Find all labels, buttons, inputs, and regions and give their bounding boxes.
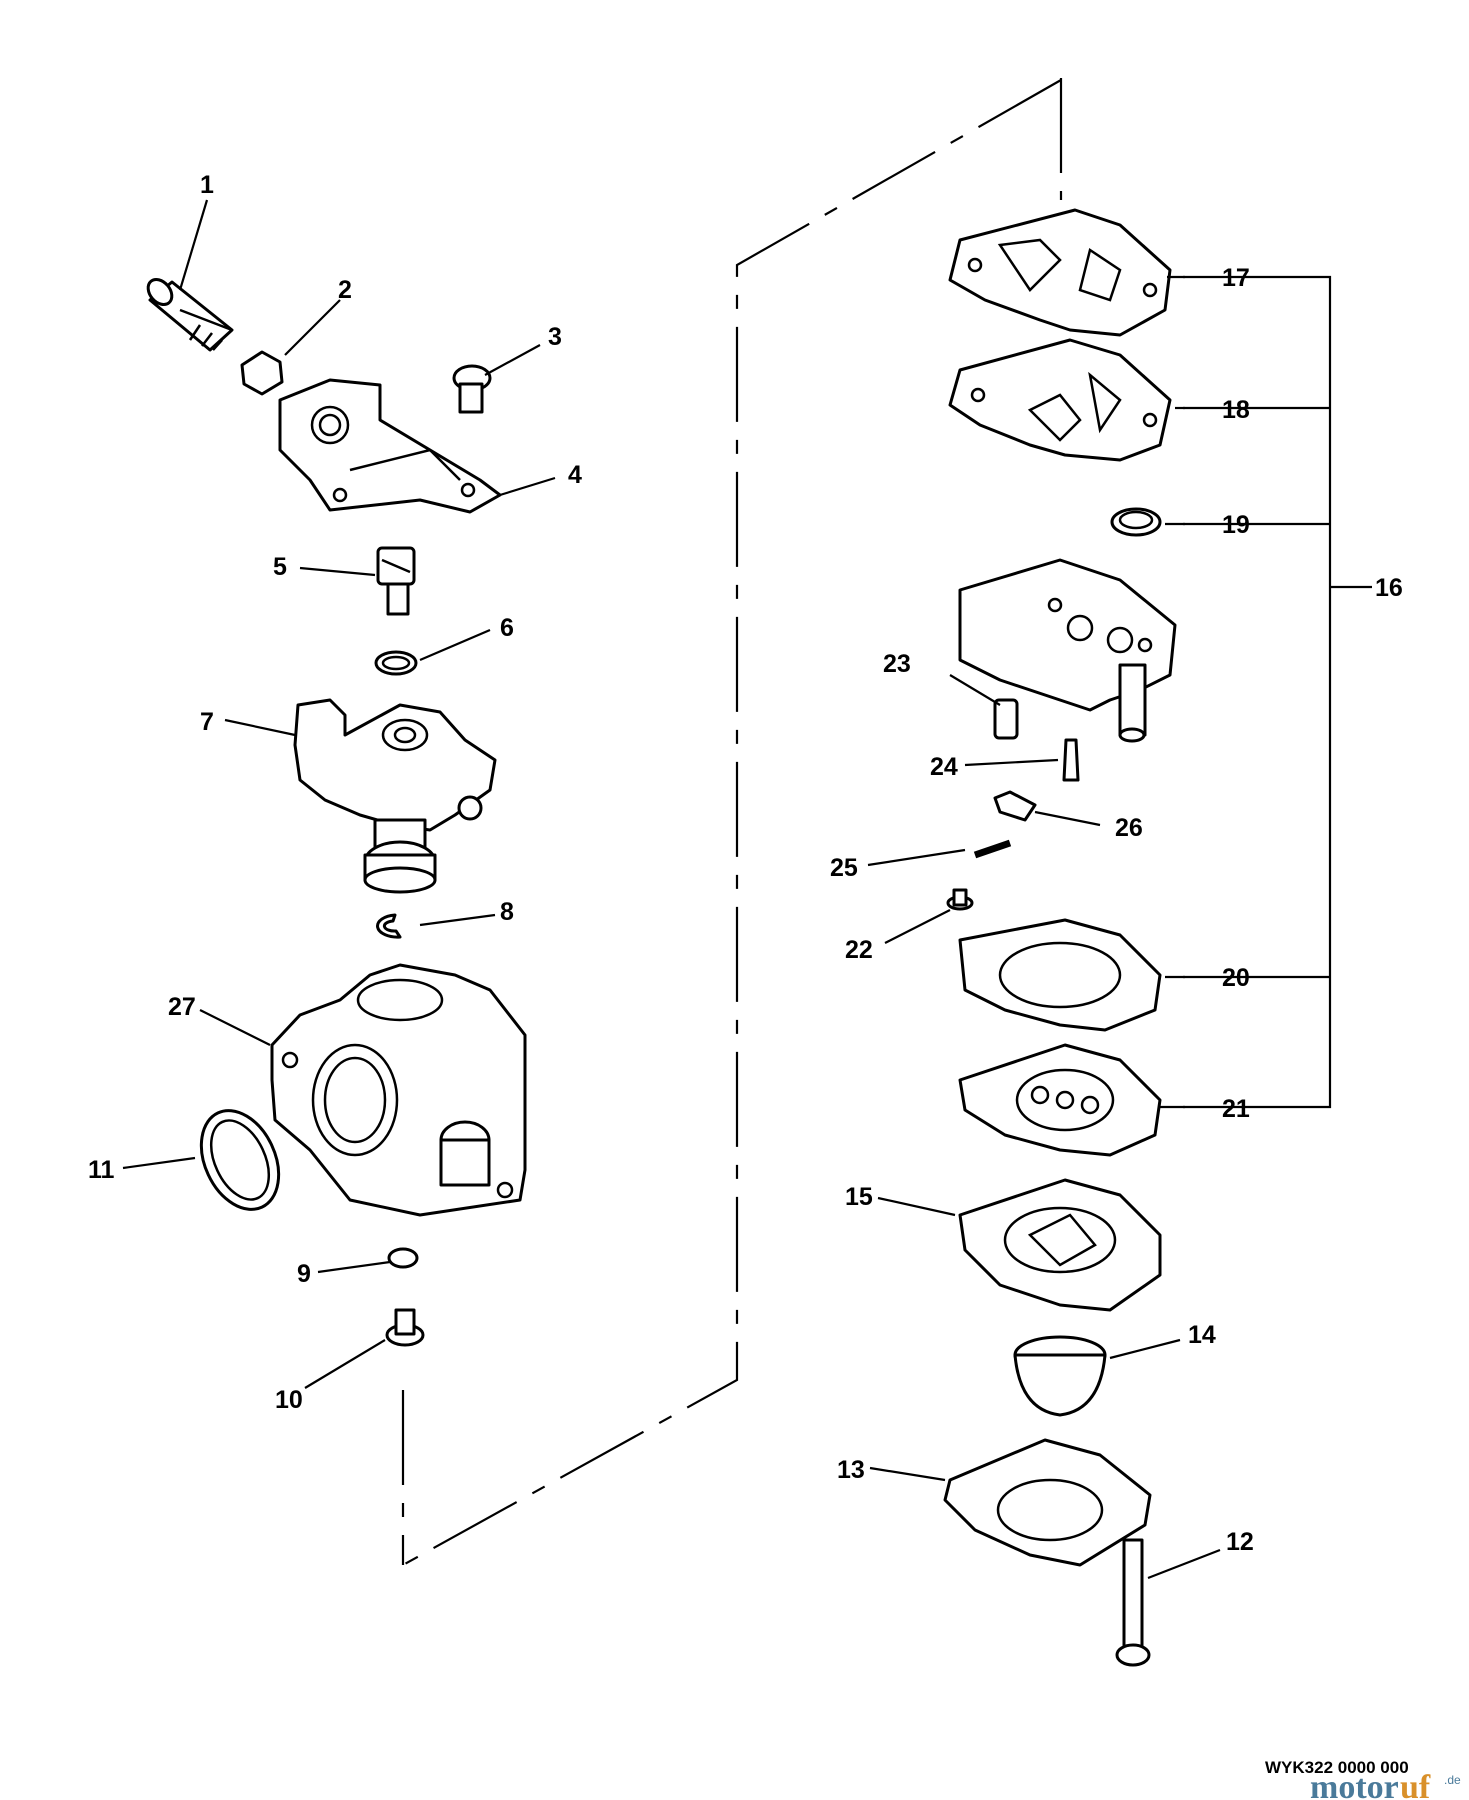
part-25-pin	[973, 839, 1012, 859]
part-19-filter	[1110, 507, 1162, 537]
part-23-spring	[993, 698, 1019, 740]
part-1-adjust-screw	[146, 277, 234, 352]
callout-25: 25	[830, 854, 858, 882]
watermark-tld: .de	[1444, 1773, 1461, 1787]
callout-12: 12	[1226, 1528, 1254, 1556]
part-3-screw	[452, 364, 492, 414]
callout-9: 9	[297, 1260, 311, 1288]
part-24-needle	[1062, 738, 1080, 782]
callout-1: 1	[200, 171, 214, 199]
part-26-lever	[993, 790, 1037, 822]
part-15-cover	[958, 1178, 1162, 1312]
callout-7: 7	[200, 708, 214, 736]
part-10-plug	[385, 1308, 425, 1347]
assembly-outline-diagonal	[402, 79, 1062, 1566]
part-14-primer-bulb	[1013, 1335, 1107, 1417]
callout-17: 17	[1222, 264, 1250, 292]
callout-23: 23	[883, 650, 911, 678]
part-20-gasket	[958, 918, 1162, 1032]
callout-6: 6	[500, 614, 514, 642]
callout-13: 13	[837, 1456, 865, 1484]
part-7-throttle-body	[293, 698, 497, 894]
callout-2: 2	[338, 276, 352, 304]
callout-8: 8	[500, 898, 514, 926]
callout-14: 14	[1188, 1321, 1216, 1349]
part-4-bracket	[278, 378, 502, 514]
callout-19: 19	[1222, 511, 1250, 539]
callout-3: 3	[548, 323, 562, 351]
callout-24: 24	[930, 753, 958, 781]
callout-27: 27	[168, 993, 196, 1021]
watermark-accent: uf	[1400, 1769, 1431, 1800]
part-16-pump-body	[958, 558, 1177, 743]
callout-18: 18	[1222, 396, 1250, 424]
callout-5: 5	[273, 553, 287, 581]
callout-21: 21	[1222, 1095, 1250, 1123]
part-8-e-clip	[376, 913, 402, 939]
part-2-nut	[240, 350, 284, 396]
watermark-logo: motor uf .de	[1310, 1769, 1461, 1800]
callout-4: 4	[568, 461, 582, 489]
callout-26: 26	[1115, 814, 1143, 842]
part-9-washer	[387, 1247, 419, 1269]
part-12-screw	[1115, 1538, 1151, 1667]
watermark-main: motor	[1310, 1769, 1399, 1800]
part-21-diaphragm	[958, 1043, 1162, 1157]
callout-22: 22	[845, 936, 873, 964]
part-5-pin	[376, 546, 416, 616]
part-13-retainer	[943, 1438, 1152, 1567]
part-17-gasket	[948, 208, 1172, 337]
leader-lines	[122, 199, 1221, 1580]
part-11-seal-ring	[199, 1109, 281, 1211]
part-18-diaphragm	[948, 338, 1172, 462]
part-27-carburetor-body	[270, 963, 527, 1217]
group-16-bracket	[1183, 275, 1332, 1109]
callout-15: 15	[845, 1183, 873, 1211]
callout-10: 10	[275, 1386, 303, 1414]
diagram-code: WYK322 0000 000	[1265, 1758, 1409, 1777]
part-22-screw	[946, 888, 974, 911]
part-6-o-ring-inner	[381, 655, 411, 671]
part-6-o-ring	[374, 650, 418, 676]
callout-16: 16	[1375, 574, 1403, 602]
callout-20: 20	[1222, 964, 1250, 992]
callout-11: 11	[88, 1156, 115, 1184]
